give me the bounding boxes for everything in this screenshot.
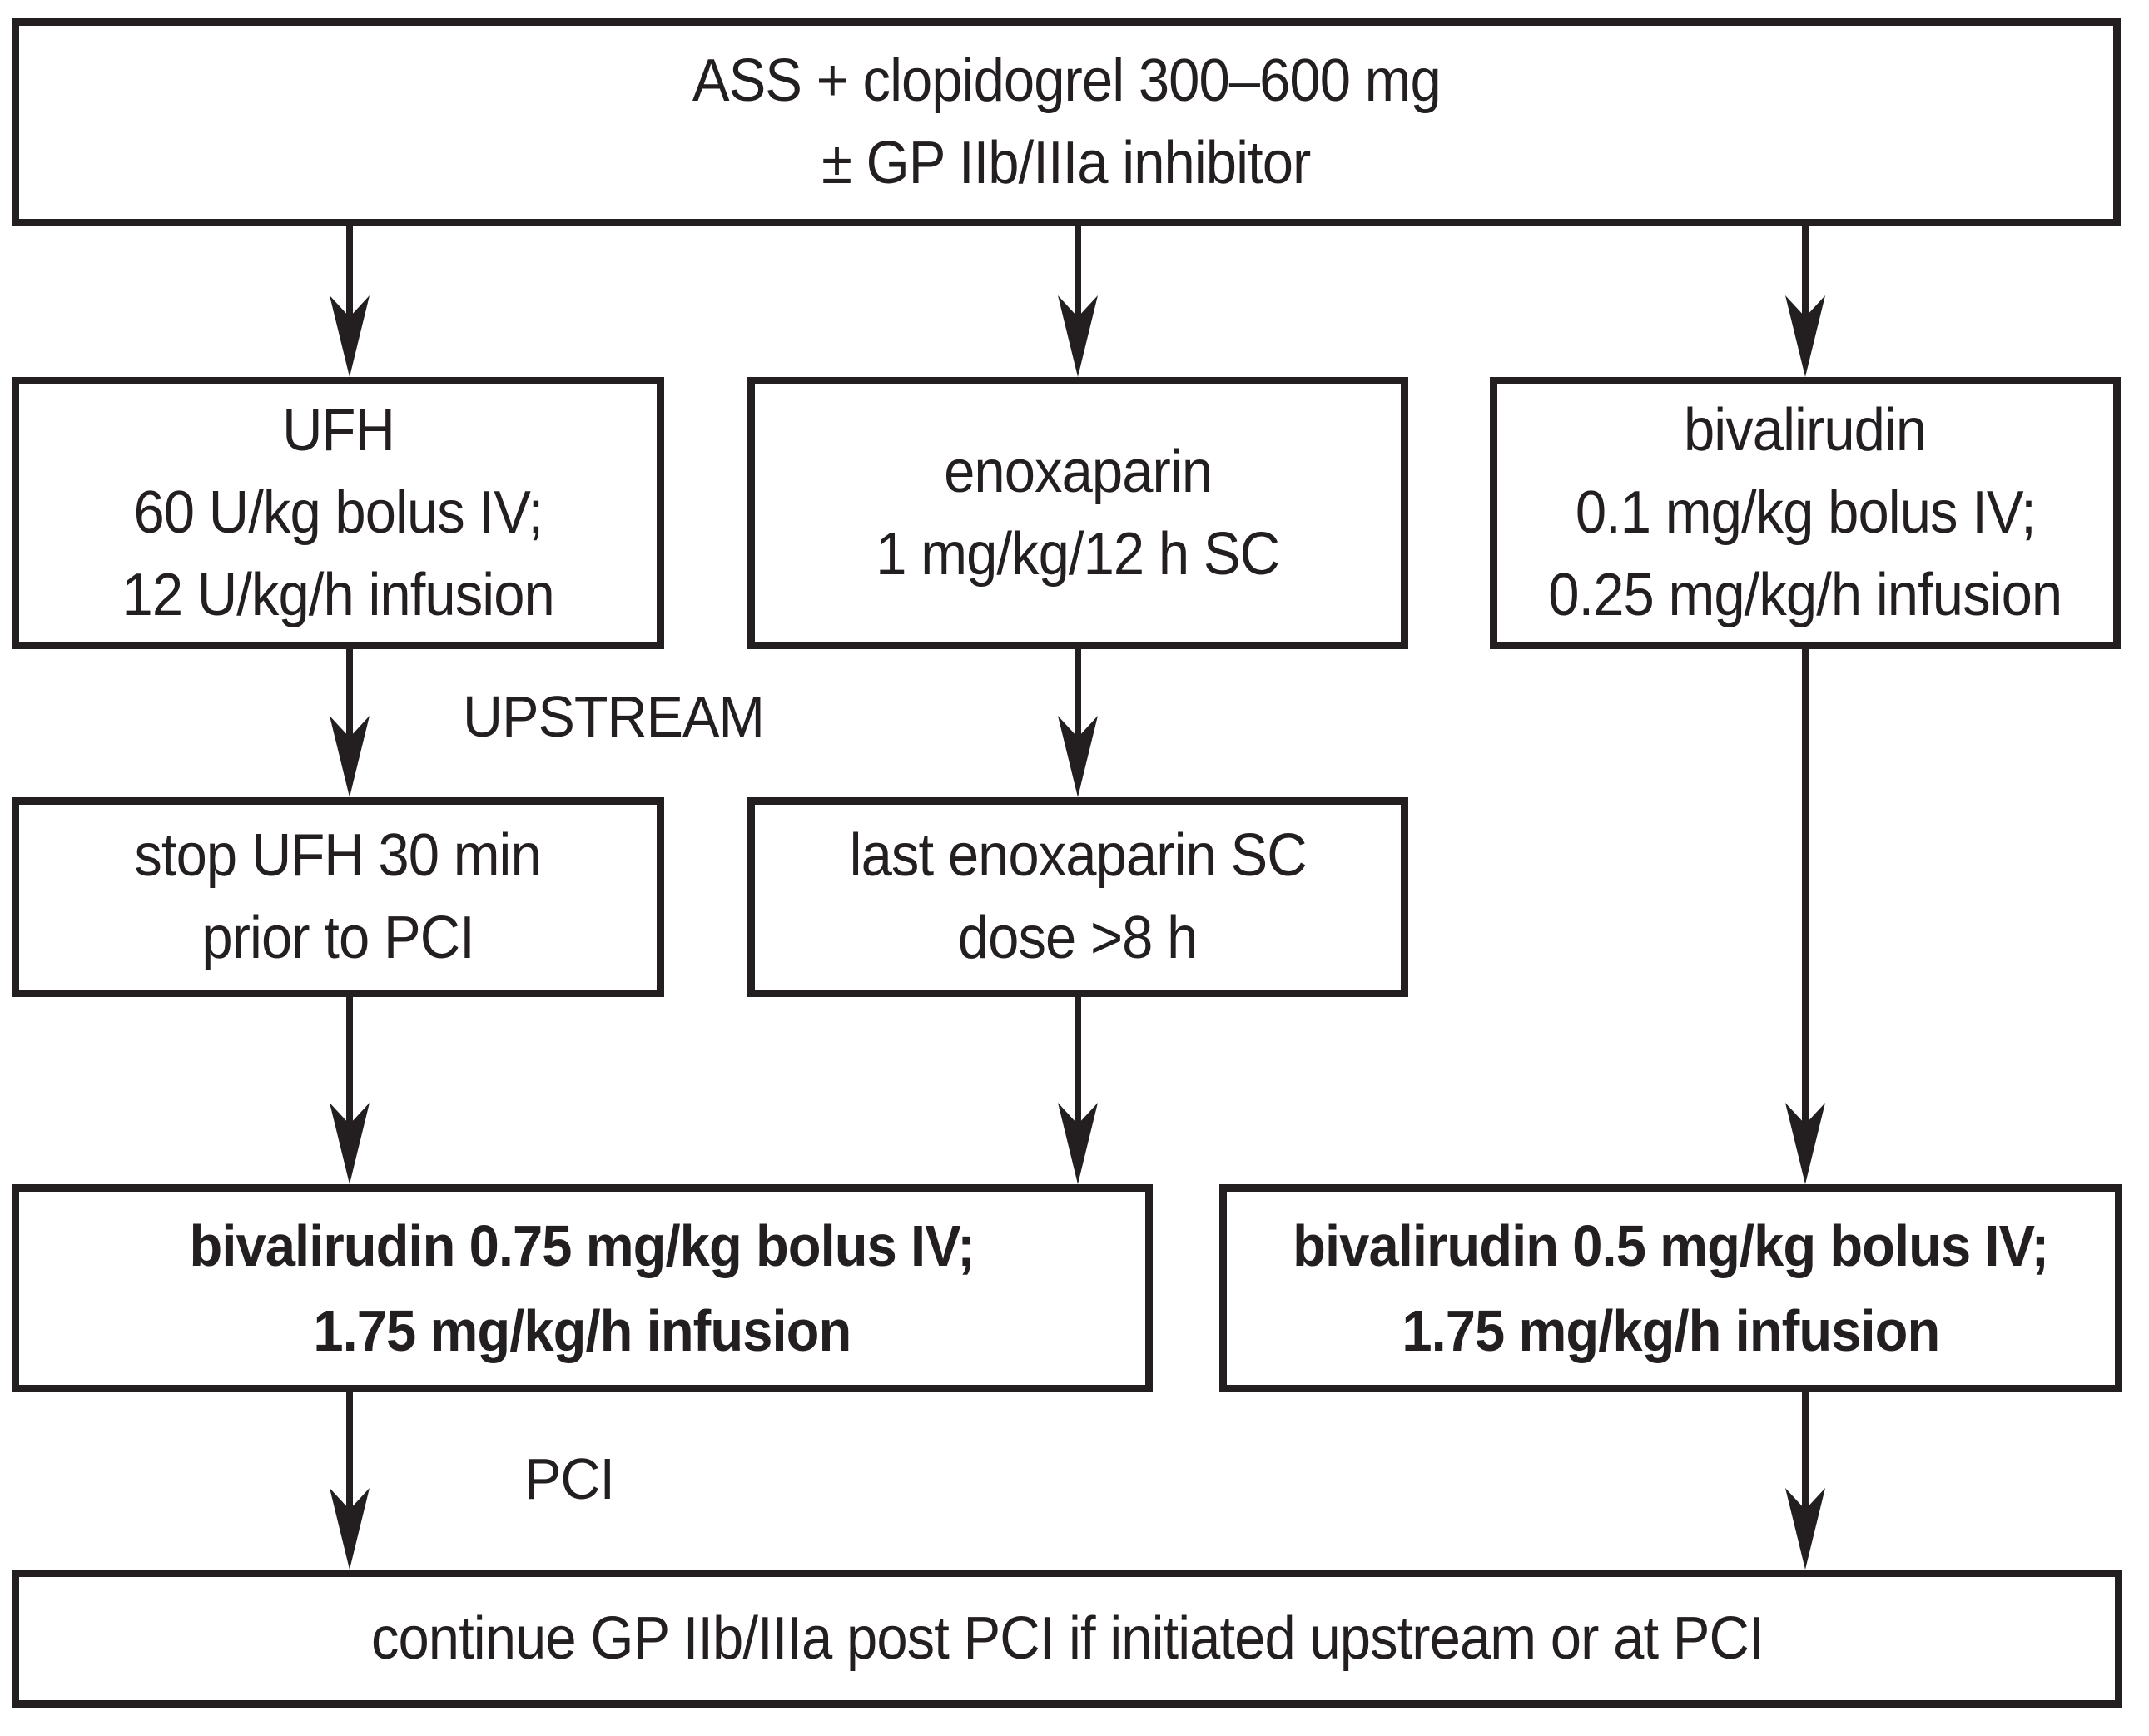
node-bivalirudin-05-bolus: bivalirudin 0.5 mg/kg bolus IV; 1.75 mg/… [1219,1184,2122,1392]
node-text-line: 1.75 mg/kg/h infusion [1402,1298,1940,1363]
arrow-ufh-to-stop-ufh [330,649,370,797]
node-text-line: 1.75 mg/kg/h infusion [313,1298,851,1363]
arrowhead-icon [330,1103,370,1184]
node-text-line: bivalirudin 0.75 mg/kg bolus IV; [189,1213,975,1278]
arrowhead-icon [330,1488,370,1570]
node-bivalirudin: bivalirudin 0.1 mg/kg bolus IV; 0.25 mg/… [1490,377,2121,649]
node-text-line: stop UFH 30 min [134,822,542,889]
arrow-top-to-ufh [330,226,370,377]
arrowhead-icon [1785,1103,1825,1184]
node-text-line: last enoxaparin SC [849,822,1307,889]
arrowhead-icon [1058,1103,1098,1184]
node-text-line: bivalirudin [1684,397,1927,464]
arrow-last-dose-to-bival-075 [1058,996,1098,1184]
arrowhead-icon [330,295,370,377]
arrow-bival-075-to-continue [330,1392,370,1570]
arrowhead-icon [1058,716,1098,797]
arrowhead-icon [1785,295,1825,377]
node-text-line: UFH [281,397,395,464]
node-ufh: UFH 60 U/kg bolus IV; 12 U/kg/h infusion [12,377,664,649]
arrowhead-icon [1058,295,1098,377]
node-bivalirudin-075-bolus: bivalirudin 0.75 mg/kg bolus IV; 1.75 mg… [12,1184,1153,1392]
node-text-line: dose >8 h [958,905,1199,971]
arrow-bivalirudin-to-bival-05 [1785,649,1825,1184]
arrow-top-to-bivalirudin [1785,226,1825,377]
node-last-enoxaparin: last enoxaparin SC dose >8 h [747,797,1408,997]
node-text-line: enoxaparin [943,438,1213,505]
node-text-line: 1 mg/kg/12 h SC [876,520,1281,588]
node-text-line: 0.1 mg/kg bolus IV; [1575,479,2036,546]
arrowhead-icon [330,716,370,797]
arrow-top-to-enoxaparin [1058,226,1098,377]
node-text-line: continue GP IIb/IIIa post PCI if initiat… [370,1605,1764,1672]
node-text-line: prior to PCI [201,905,474,971]
label-upstream: UPSTREAM [463,684,765,749]
node-continue-gp: continue GP IIb/IIIa post PCI if initiat… [12,1570,2122,1708]
arrow-enoxaparin-to-last-dose [1058,649,1098,797]
node-enoxaparin: enoxaparin 1 mg/kg/12 h SC [747,377,1408,649]
node-text-line: 12 U/kg/h infusion [122,562,554,628]
arrowhead-icon [1785,1488,1825,1570]
arrow-bival-05-to-continue [1785,1392,1825,1570]
node-text-line: 0.25 mg/kg/h infusion [1548,562,2063,628]
node-text-line: ASS + clopidogrel 300–600 mg [692,47,1441,114]
node-text-line: 60 U/kg bolus IV; [133,479,543,546]
node-stop-ufh: stop UFH 30 min prior to PCI [12,797,664,997]
node-text-line: bivalirudin 0.5 mg/kg bolus IV; [1293,1213,2049,1278]
node-text-line: ± GP IIb/IIIa inhibitor [821,130,1311,196]
label-pci: PCI [524,1446,615,1511]
arrow-stop-ufh-to-bival-075 [330,996,370,1184]
node-initial-therapy: ASS + clopidogrel 300–600 mg ± GP IIb/II… [12,18,2121,226]
